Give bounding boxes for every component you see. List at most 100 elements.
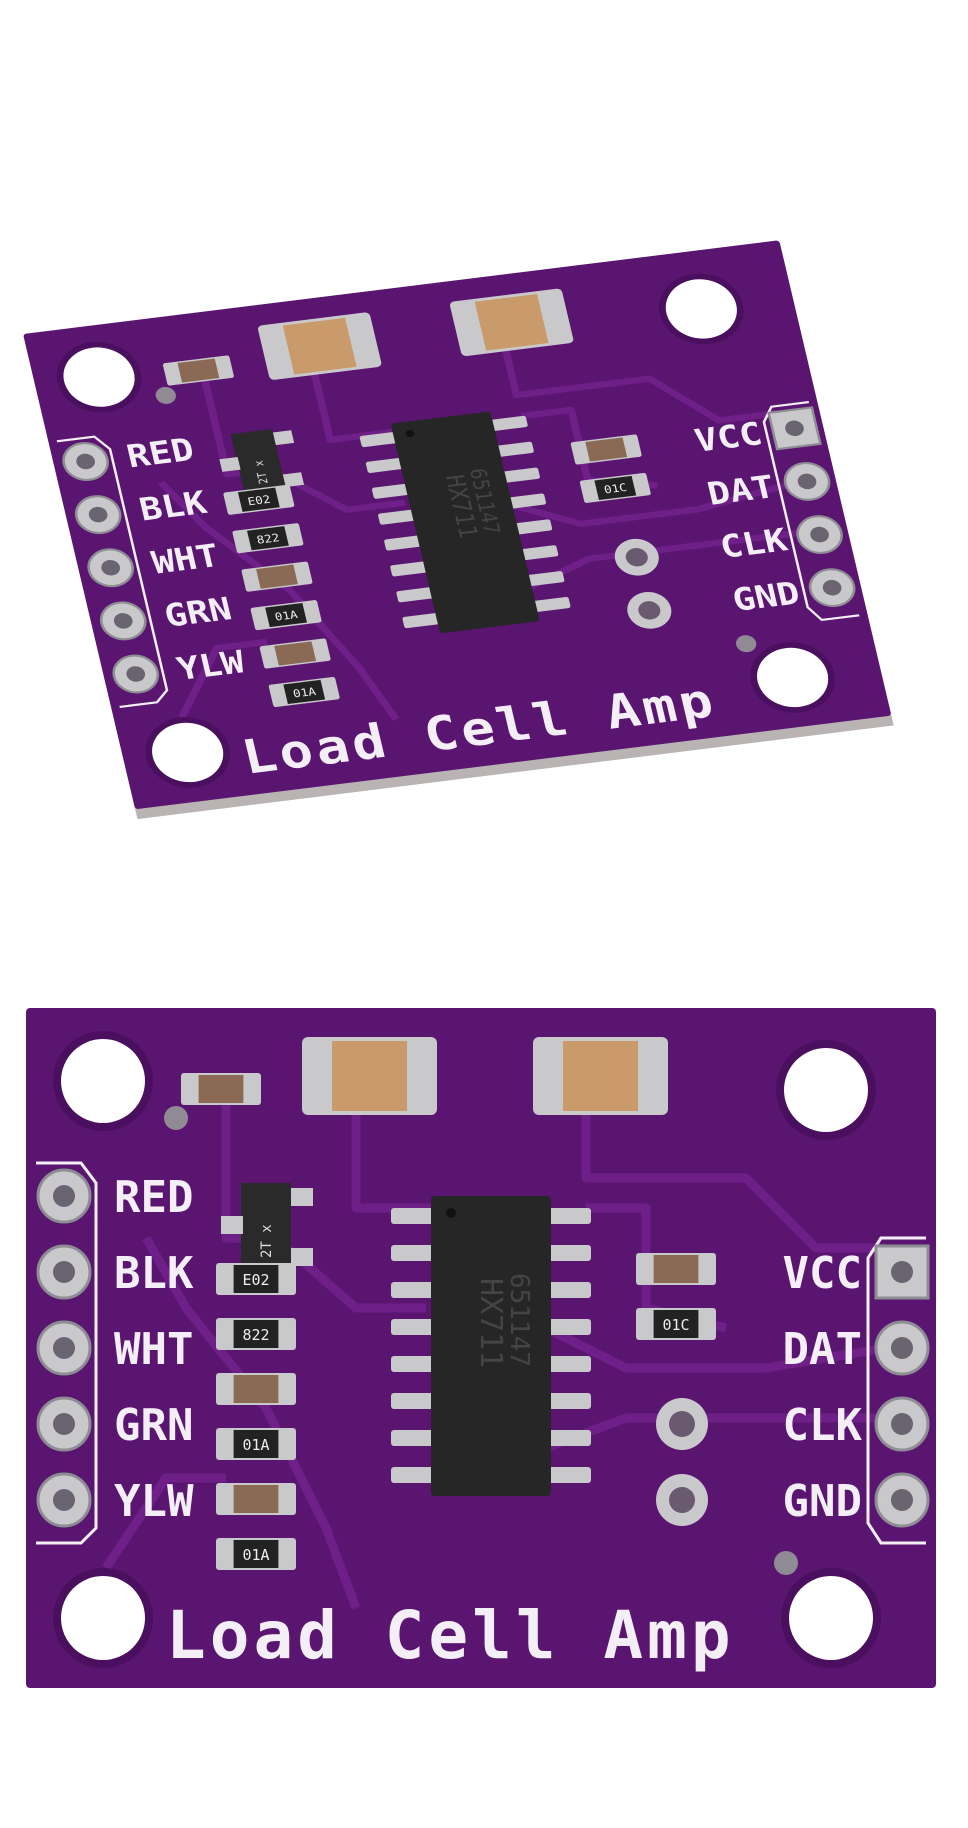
ic-pin xyxy=(546,1208,591,1224)
pin-label-dat: DAT xyxy=(783,1324,862,1375)
ic-pin xyxy=(500,467,540,483)
ic-pin xyxy=(494,441,534,458)
left-header-outline xyxy=(56,435,169,708)
ic-pin xyxy=(359,431,399,448)
pin-hole xyxy=(53,1413,75,1435)
pin-label-vcc: VCC xyxy=(691,416,765,460)
pin-label-ylw: YLW xyxy=(173,644,248,688)
pin-hole xyxy=(101,559,120,576)
component-marking: 01A xyxy=(292,685,317,700)
component-marking: 01A xyxy=(242,1436,269,1454)
test-point xyxy=(164,1106,188,1130)
pin-label-wht: WHT xyxy=(148,538,222,582)
ic-pin xyxy=(391,1245,436,1261)
pin-label-clk: CLK xyxy=(783,1400,863,1451)
smd-body xyxy=(233,1265,279,1293)
smd-body xyxy=(585,437,628,462)
ic-pin xyxy=(390,561,430,577)
via-hole xyxy=(669,1487,695,1513)
mounting-hole xyxy=(784,1048,868,1132)
pin-hole xyxy=(53,1261,75,1283)
transistor-marking: 2T x xyxy=(252,459,271,485)
chip-pin1-dot xyxy=(446,1208,456,1218)
ic-pin xyxy=(488,415,528,432)
chip-pin1-dot xyxy=(405,429,415,438)
left-header-outline xyxy=(36,1161,98,1545)
component-marking: E02 xyxy=(242,1271,269,1289)
ic-pin xyxy=(546,1245,591,1261)
ic-pin xyxy=(512,519,553,535)
hx711-chip xyxy=(391,411,540,634)
smd-body xyxy=(653,1310,699,1338)
pin-hole xyxy=(53,1489,75,1511)
pin-label-gnd: GND xyxy=(783,1476,862,1527)
right-header-outline xyxy=(866,1236,926,1545)
ic-pin xyxy=(391,1393,436,1409)
pin-label-red: RED xyxy=(123,432,197,476)
copper-trace xyxy=(178,638,268,719)
transistor-pin xyxy=(291,1248,313,1266)
mounting-hole xyxy=(152,722,224,783)
mounting-hole xyxy=(757,647,829,708)
chip-marking-line2: 651147 xyxy=(504,1273,534,1367)
component-marking: 01C xyxy=(662,1316,689,1334)
mounting-hole xyxy=(63,347,135,407)
component-marking: 822 xyxy=(255,531,280,546)
pin-label-vcc: VCC xyxy=(783,1248,862,1299)
ic-pin xyxy=(546,1282,591,1298)
pin-hole xyxy=(76,453,95,470)
smd-body xyxy=(237,487,280,512)
ic-pin xyxy=(371,483,412,499)
smd-body xyxy=(177,358,220,383)
copper-trace xyxy=(581,1113,886,1253)
ic-pin xyxy=(506,493,547,509)
transistor-pin xyxy=(282,472,305,488)
ic-pin xyxy=(546,1393,591,1409)
pin-hole xyxy=(822,579,842,596)
ic-pin xyxy=(391,1356,436,1372)
pin-label-grn: GRN xyxy=(161,591,235,635)
component-marking: 01C xyxy=(603,481,628,496)
transistor-body xyxy=(241,1183,291,1278)
component-marking: 01A xyxy=(242,1546,269,1564)
ic-pin xyxy=(402,612,442,629)
pin-hole xyxy=(113,613,133,629)
pin-hole xyxy=(797,473,817,490)
mounting-hole xyxy=(61,1039,145,1123)
capacitor-body xyxy=(474,294,549,351)
ic-pin xyxy=(519,545,559,561)
smd-body xyxy=(653,1255,699,1283)
component-marking: 822 xyxy=(242,1326,269,1344)
ic-pin xyxy=(391,1319,436,1335)
smd-body xyxy=(256,564,298,589)
ic-pin xyxy=(378,509,418,525)
pin-label-wht: WHT xyxy=(114,1324,193,1375)
smd-body xyxy=(198,1075,244,1103)
smd-body xyxy=(233,1485,279,1513)
mounting-hole xyxy=(789,1576,873,1660)
pin-hole xyxy=(785,420,804,437)
ic-pin xyxy=(531,596,571,613)
transistor-body xyxy=(230,429,288,501)
ic-pin xyxy=(391,1467,436,1483)
pin-label-dat: DAT xyxy=(704,469,778,513)
transistor-pin xyxy=(221,1216,243,1234)
copper-trace xyxy=(157,480,400,721)
pin-hole xyxy=(53,1337,75,1359)
ic-pin xyxy=(396,587,436,603)
smd-body xyxy=(233,1540,279,1568)
copper-trace xyxy=(543,1323,887,1373)
ic-pin xyxy=(546,1467,591,1483)
pin-hole xyxy=(891,1261,913,1283)
transistor-pin xyxy=(272,430,295,446)
via-hole xyxy=(638,601,661,620)
ic-pin xyxy=(391,1430,436,1446)
capacitor-body xyxy=(563,1041,638,1111)
pin-hole xyxy=(53,1185,75,1207)
ic-pin xyxy=(391,1282,436,1298)
pin-hole xyxy=(891,1489,913,1511)
